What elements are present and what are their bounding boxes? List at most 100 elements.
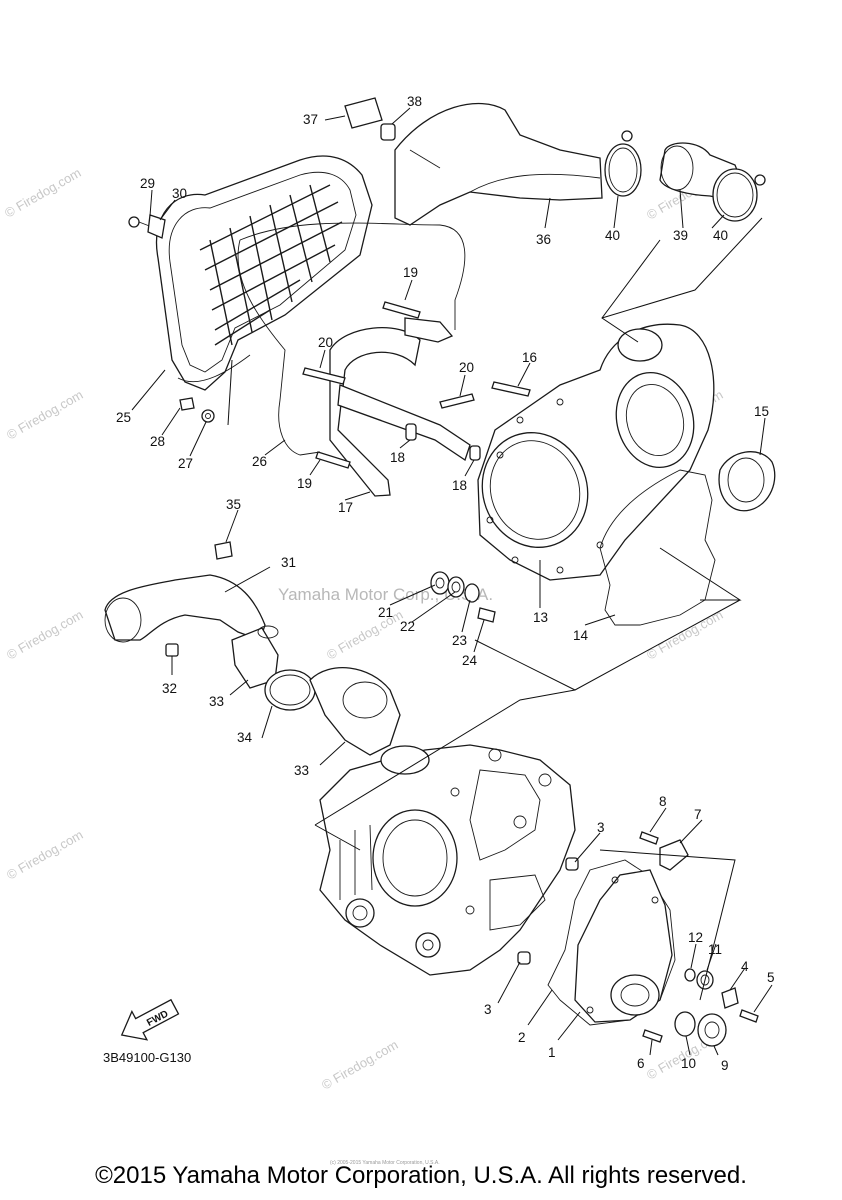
callout-40-right: 40 [713, 228, 728, 243]
fastener-28 [179, 397, 195, 411]
callout-18-right: 18 [452, 478, 467, 493]
watermark-firedog: © Firedog.com [4, 827, 86, 883]
callout-1: 1 [548, 1045, 556, 1060]
fastener-27 [201, 409, 215, 423]
callout-39: 39 [673, 228, 688, 243]
callout-16: 16 [522, 350, 537, 365]
callout-27: 27 [178, 456, 193, 471]
callout-38: 38 [407, 94, 422, 109]
gasket-14 [599, 469, 716, 626]
callout-6: 6 [637, 1056, 645, 1071]
bearing-21 [430, 571, 450, 595]
bolt-20-left [302, 367, 346, 385]
bolt-6 [642, 1029, 663, 1043]
hose-33-lower [309, 667, 401, 756]
callout-29: 29 [140, 176, 155, 191]
bolt-20-right [439, 393, 475, 409]
callout-30: 30 [172, 186, 187, 201]
callout-9: 9 [721, 1058, 729, 1073]
callout-21: 21 [378, 605, 393, 620]
watermark-firedog: © Firedog.com [324, 607, 406, 663]
callout-labels: 1 2 3 3 4 5 6 7 8 9 10 11 12 13 14 15 16… [116, 94, 775, 1073]
watermark-firedog: © Firedog.com [2, 165, 84, 221]
watermark-firedog: © Firedog.com [4, 607, 86, 663]
group-lines [227, 217, 763, 1001]
callout-36: 36 [536, 232, 551, 247]
bolt-19-lower [315, 451, 351, 469]
air-duct-36 [394, 102, 603, 226]
callout-23: 23 [452, 633, 467, 648]
callout-11: 11 [708, 942, 722, 957]
callout-19-lower: 19 [297, 476, 312, 491]
washer-23 [464, 583, 480, 603]
grommet-38 [380, 123, 396, 141]
callout-31: 31 [281, 555, 296, 570]
bolt-16 [491, 381, 531, 397]
bolt-8 [639, 831, 659, 845]
callout-10: 10 [681, 1056, 696, 1071]
callout-32: 32 [162, 681, 177, 696]
o-ring-12 [684, 968, 696, 982]
bolt-5 [739, 1009, 759, 1023]
seal-22 [447, 576, 465, 598]
watermark-firedog: © Firedog.com [644, 607, 726, 663]
callout-22: 22 [400, 619, 415, 634]
dowel-3-upper [565, 857, 579, 871]
bolt-19-upper [382, 301, 421, 319]
callout-20-left: 20 [318, 335, 333, 350]
crankcase-cover-1 [155, 155, 373, 391]
clip-35 [214, 541, 233, 560]
crankcase-assembly [319, 744, 576, 976]
clamp-40-left [604, 130, 642, 197]
callout-34: 34 [237, 730, 253, 745]
gasket-26 [237, 222, 466, 456]
clip-30 [147, 214, 166, 239]
watermark-firedog: © Firedog.com [319, 1037, 401, 1093]
o-ring-10 [674, 1011, 696, 1037]
callout-3-upper: 3 [597, 820, 605, 835]
callout-13: 13 [533, 610, 548, 625]
callout-37: 37 [303, 112, 318, 127]
diagram-code: 3B49100-G130 [103, 1050, 191, 1065]
callout-7: 7 [694, 807, 702, 822]
callout-2: 2 [518, 1030, 526, 1045]
callout-5: 5 [767, 970, 775, 985]
callout-20-right: 20 [459, 360, 474, 375]
fine-print: (c) 2005-2015 Yamaha Motor Corporation, … [330, 1160, 440, 1166]
callout-25: 25 [116, 410, 131, 425]
clamp-34 [264, 669, 316, 711]
clamp-40-right [712, 168, 766, 222]
callout-14: 14 [573, 628, 589, 643]
dowel-18-left [405, 423, 417, 441]
grommet-32 [165, 643, 179, 657]
watermark-firedog: © Firedog.com [4, 387, 86, 443]
cover-1 [574, 869, 673, 1023]
callout-35: 35 [226, 497, 241, 512]
plate-4 [721, 987, 739, 1009]
callout-26: 26 [252, 454, 267, 469]
callout-12: 12 [688, 930, 703, 945]
callout-24: 24 [462, 653, 478, 668]
callout-15: 15 [754, 404, 769, 419]
crankcase-cover-2 [477, 323, 715, 581]
callout-28: 28 [150, 434, 165, 449]
cap-9 [697, 1013, 727, 1047]
callout-19-upper: 19 [403, 265, 418, 280]
callout-8: 8 [659, 794, 667, 809]
dowel-18-right [469, 445, 481, 461]
leader-lines [131, 107, 773, 1056]
callout-17: 17 [338, 500, 353, 515]
callout-33-lower: 33 [294, 763, 309, 778]
dowel-3-lower [517, 951, 531, 965]
duct-31 [104, 574, 266, 643]
bolt-24 [477, 607, 496, 623]
fwd-arrow: FWD [120, 998, 180, 1041]
callout-40-left: 40 [605, 228, 620, 243]
seal-37 [344, 97, 383, 129]
bracket-17 [329, 317, 471, 497]
callout-33-upper: 33 [209, 694, 224, 709]
callout-3-lower: 3 [484, 1002, 492, 1017]
callout-18-left: 18 [390, 450, 405, 465]
callout-4: 4 [741, 959, 749, 974]
